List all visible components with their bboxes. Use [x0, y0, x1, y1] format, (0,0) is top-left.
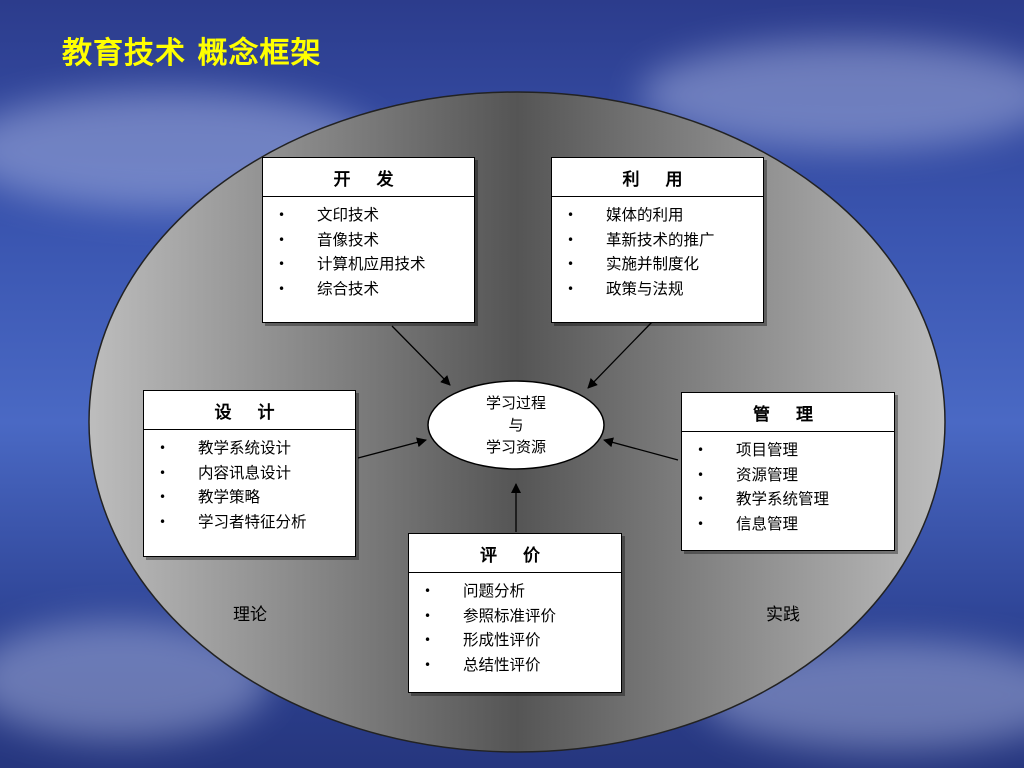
- label-theory: 理论: [233, 605, 267, 625]
- box-manage-header: 管 理: [682, 393, 894, 432]
- list-item: 综合技术: [263, 277, 474, 302]
- list-item: 问题分析: [409, 579, 621, 604]
- box-evaluate-list: 问题分析 参照标准评价 形成性评价 总结性评价: [409, 573, 621, 677]
- list-item: 总结性评价: [409, 653, 621, 678]
- box-develop-list: 文印技术 音像技术 计算机应用技术 综合技术: [263, 197, 474, 301]
- list-item: 媒体的利用: [552, 203, 763, 228]
- page-title: 教育技术 概念框架: [62, 36, 322, 71]
- list-item: 音像技术: [263, 228, 474, 253]
- center-line-2: 与: [508, 416, 524, 434]
- center-line-1: 学习过程: [485, 394, 546, 412]
- list-item: 内容讯息设计: [144, 461, 355, 486]
- box-manage-list: 项目管理 资源管理 教学系统管理 信息管理: [682, 432, 894, 536]
- box-utilize-header: 利 用: [552, 158, 763, 197]
- list-item: 资源管理: [682, 463, 894, 488]
- box-manage: 管 理 项目管理 资源管理 教学系统管理 信息管理: [681, 392, 895, 551]
- arrow-develop-to-center: [391, 325, 451, 386]
- list-item: 政策与法规: [552, 277, 763, 302]
- center-label: 学习过程 与 学习资源: [428, 382, 604, 468]
- box-develop: 开 发 文印技术 音像技术 计算机应用技术 综合技术: [262, 157, 475, 323]
- box-design-header: 设 计: [144, 391, 355, 430]
- box-design: 设 计 教学系统设计 内容讯息设计 教学策略 学习者特征分析: [143, 390, 356, 557]
- list-item: 革新技术的推广: [552, 228, 763, 253]
- list-item: 文印技术: [263, 203, 474, 228]
- box-utilize-list: 媒体的利用 革新技术的推广 实施并制度化 政策与法规: [552, 197, 763, 301]
- list-item: 形成性评价: [409, 628, 621, 653]
- arrow-utilize-to-center: [587, 321, 653, 389]
- list-item: 计算机应用技术: [263, 252, 474, 277]
- list-item: 信息管理: [682, 512, 894, 537]
- list-item: 教学系统设计: [144, 436, 355, 461]
- list-item: 参照标准评价: [409, 604, 621, 629]
- list-item: 学习者特征分析: [144, 510, 355, 535]
- box-utilize: 利 用 媒体的利用 革新技术的推广 实施并制度化 政策与法规: [551, 157, 764, 323]
- arrow-design-to-center: [357, 437, 427, 459]
- box-develop-header: 开 发: [263, 158, 474, 197]
- box-evaluate: 评 价 问题分析 参照标准评价 形成性评价 总结性评价: [408, 533, 622, 693]
- list-item: 项目管理: [682, 438, 894, 463]
- list-item: 教学系统管理: [682, 487, 894, 512]
- box-evaluate-header: 评 价: [409, 534, 621, 573]
- center-ellipse: [427, 380, 605, 470]
- list-item: 教学策略: [144, 485, 355, 510]
- label-practice: 实践: [766, 605, 800, 625]
- list-item: 实施并制度化: [552, 252, 763, 277]
- center-line-3: 学习资源: [485, 438, 546, 456]
- box-design-list: 教学系统设计 内容讯息设计 教学策略 学习者特征分析: [144, 430, 355, 534]
- arrow-manage-to-center: [603, 437, 679, 461]
